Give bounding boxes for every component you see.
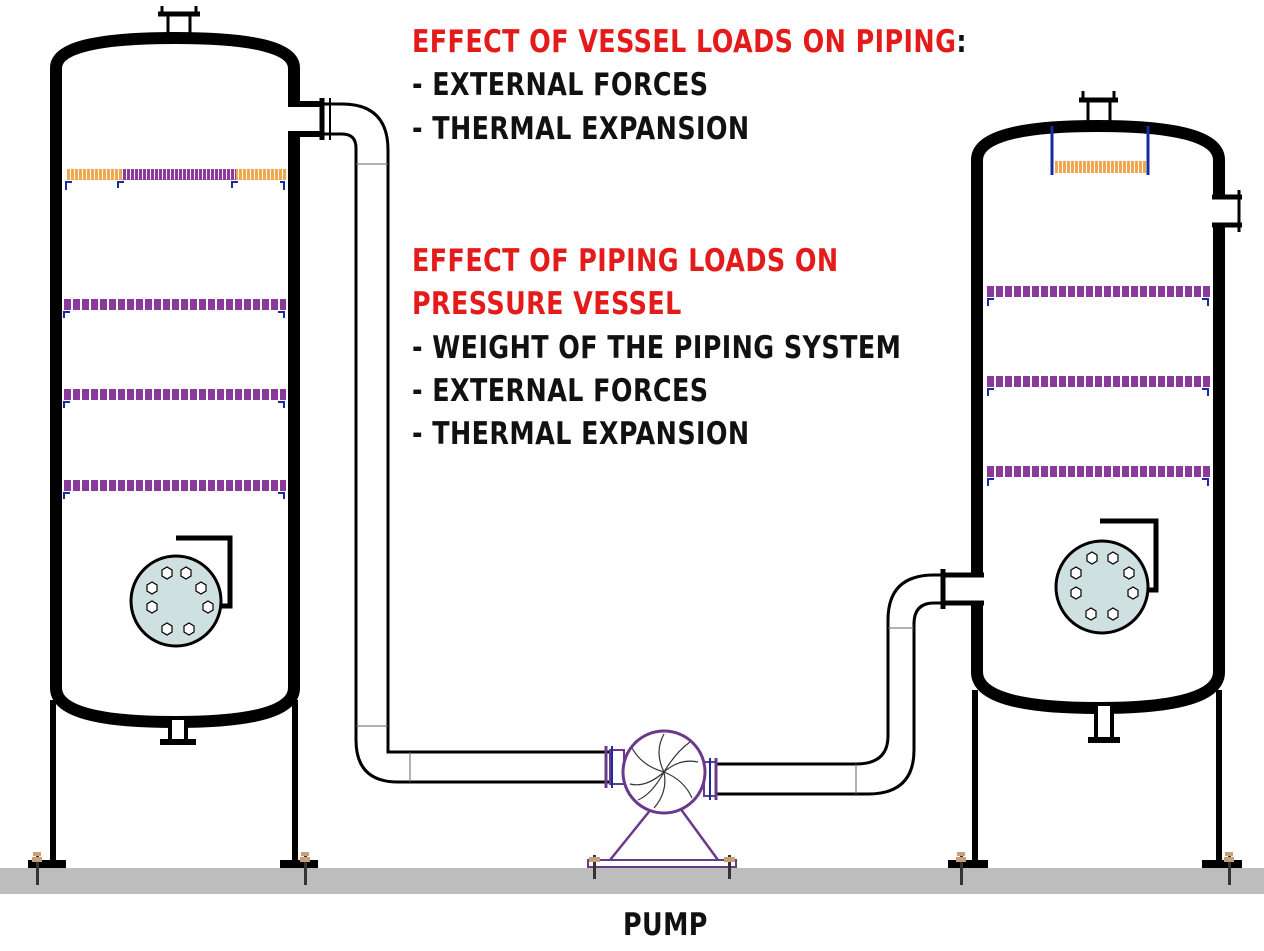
piping-loads-heading-line1: EFFECT OF PIPING LOADS ON [412,243,839,279]
vessel-loads-heading-colon: : [956,24,967,60]
left-tray [62,389,286,408]
vessel-loads-item: - EXTERNAL FORCES [412,67,709,103]
anchor-bolt-icon [300,852,310,885]
left-bottom-nozzle [160,718,196,745]
manway-icon [129,535,233,648]
left-vessel [28,6,322,885]
left-tray [62,480,286,499]
left-vessel-shell [50,32,300,728]
pump-baseplate [587,859,737,868]
piping-loads-item: - WEIGHT OF THE PIPING SYSTEM [412,330,902,366]
manway-icon [1054,518,1159,635]
anchor-bolt-icon [1224,852,1234,885]
left-vessel-leg [292,700,298,868]
piping-loads-heading-line2: PRESSURE VESSEL [412,286,682,322]
left-tray [62,299,286,318]
vessel-loads-heading-text: EFFECT OF VESSEL LOADS ON PIPING [412,24,957,60]
piping-loads-item: - EXTERNAL FORCES [412,373,709,409]
right-vessel [943,91,1242,885]
pump-label: PUMP [623,907,708,943]
left-distributor-tray [65,168,286,190]
vessel-loads-heading: EFFECT OF VESSEL LOADS ON PIPING: [412,27,967,58]
right-distributor-tray [1050,126,1150,175]
anchor-bolt-icon [956,852,966,885]
centrifugal-pump-icon [587,729,737,879]
suction-pipe [319,98,610,784]
right-tray [985,466,1211,486]
left-vessel-leg [50,700,56,868]
anchor-bolt-icon [32,852,42,885]
piping-loads-item: - THERMAL EXPANSION [412,416,750,452]
vessel-loads-item: - THERMAL EXPANSION [412,111,750,147]
right-tray [985,286,1211,306]
left-top-nozzle [158,6,200,40]
right-tray [985,376,1211,396]
ground-slab [0,868,1264,894]
right-vessel-leg [972,690,978,868]
right-vessel-leg [1216,690,1222,868]
right-bottom-nozzle [1088,704,1120,743]
right-top-nozzle [1079,91,1118,128]
discharge-pipe [716,569,946,796]
